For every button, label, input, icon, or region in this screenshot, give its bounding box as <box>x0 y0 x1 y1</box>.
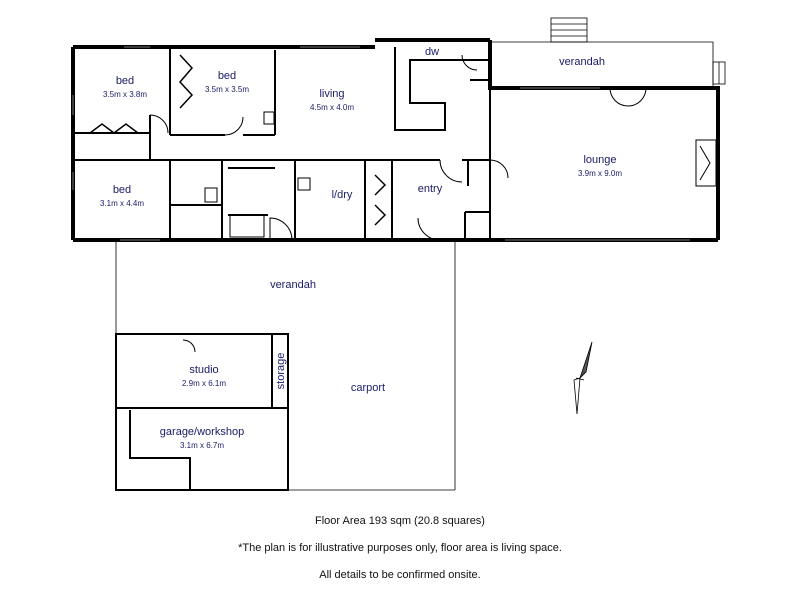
room-dimensions: 3.5m x 3.5m <box>205 85 249 94</box>
room-name: bed <box>116 75 134 87</box>
room-name: bed <box>113 184 131 196</box>
robes <box>89 54 387 226</box>
room-name: l/dry <box>332 189 353 201</box>
windows <box>72 46 690 241</box>
room-name: verandah <box>270 279 316 291</box>
room-dimensions: 4.5m x 4.0m <box>310 103 354 112</box>
door-swings <box>149 54 647 353</box>
bathroom-fittings <box>204 111 311 241</box>
kitchen-bench <box>394 47 490 131</box>
disclaimer-note: *The plan is for illustrative purposes o… <box>238 542 562 554</box>
room-name: carport <box>351 382 385 394</box>
room-name: entry <box>418 183 443 195</box>
floor-area-note: Floor Area 193 sqm (20.8 squares) <box>315 515 485 527</box>
room-dimensions: 2.9m x 6.1m <box>182 379 226 388</box>
room-name: living <box>319 88 344 100</box>
top-verandah-outline <box>490 17 726 88</box>
fireplace <box>695 139 717 187</box>
room-name: lounge <box>583 154 616 166</box>
room-dimensions: 3.1m x 4.4m <box>100 199 144 208</box>
interior-walls <box>73 47 491 240</box>
room-name: garage/workshop <box>160 426 244 438</box>
room-dimensions: 3.9m x 9.0m <box>578 169 622 178</box>
studio-garage-walls <box>115 333 289 491</box>
north-arrow <box>573 341 593 415</box>
room-dimensions: 3.1m x 6.7m <box>180 441 224 450</box>
confirm-note: All details to be confirmed onsite. <box>319 569 481 581</box>
room-name: bed <box>218 70 236 82</box>
room-name: storage <box>275 353 287 390</box>
room-dimensions: 3.5m x 3.8m <box>103 90 147 99</box>
room-name: verandah <box>559 56 605 68</box>
room-name: dw <box>425 46 439 58</box>
room-name: studio <box>189 364 218 376</box>
